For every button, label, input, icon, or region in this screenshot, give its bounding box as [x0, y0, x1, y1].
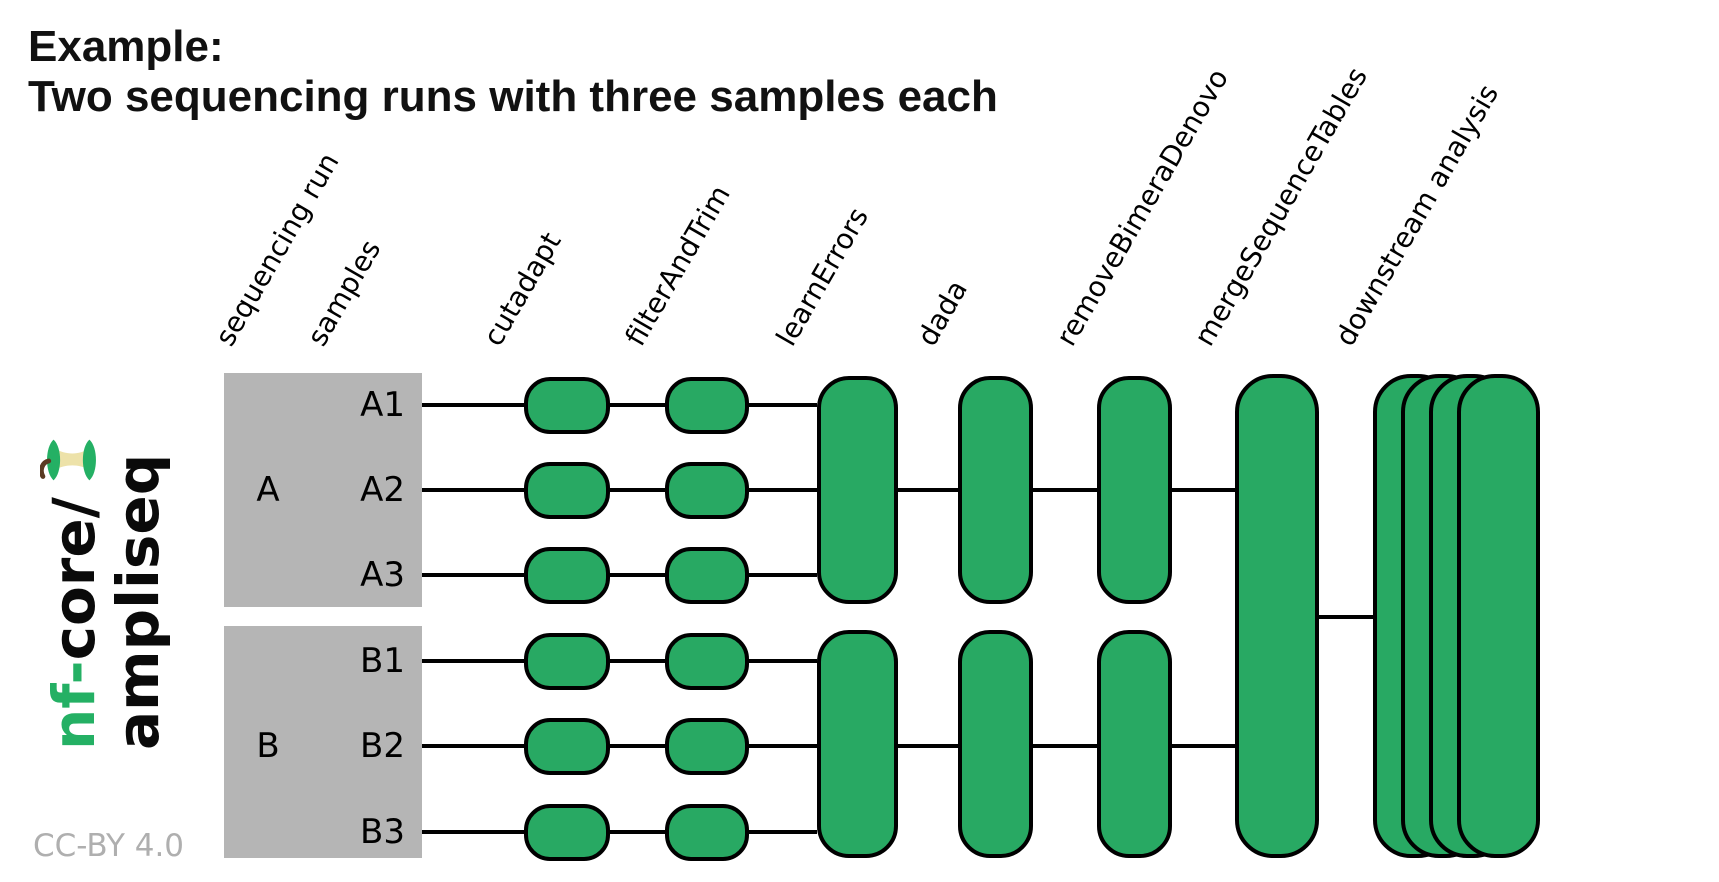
run-letter-A: A: [256, 470, 280, 510]
connector-A2-filterAndTrim-to-learnErrors: [749, 488, 817, 492]
connector-A2-cutadapt-to-filterAndTrim: [610, 488, 665, 492]
connector-A-removeBimeraDenovo-to-mergeSequenceTables: [1172, 488, 1235, 492]
sample-label-A3: A3: [360, 555, 405, 595]
connector-B-learnErrors-to-dada: [898, 744, 958, 748]
process-filterAndTrim-B3: [665, 803, 749, 861]
sample-label-B3: B3: [360, 812, 405, 852]
sample-label-A2: A2: [360, 470, 405, 510]
process-filterAndTrim-B1: [665, 632, 749, 690]
license-text: CC-BY 4.0: [33, 828, 185, 864]
process-cutadapt-A1: [524, 376, 610, 434]
connector-A3-filterAndTrim-to-learnErrors: [749, 573, 817, 577]
sample-label-B2: B2: [360, 726, 405, 766]
logo-line2: ampliseq: [104, 453, 172, 750]
sample-label-B1: B1: [360, 641, 405, 681]
process-cutadapt-B3: [524, 803, 610, 861]
process-removeBimeraDenovo-run-B: [1097, 630, 1172, 858]
process-learnErrors-run-A: [817, 376, 898, 604]
column-label-dada: dada: [910, 274, 975, 352]
connector-B3-cutadapt-to-filterAndTrim: [610, 830, 665, 834]
logo-nf-prefix: nf-: [40, 660, 108, 750]
connector-A1-filterAndTrim-to-learnErrors: [749, 403, 817, 407]
connector-A-dada-to-removeBimeraDenovo: [1033, 488, 1097, 492]
connector-A2-to-cutadapt: [422, 488, 524, 492]
connector-B-dada-to-removeBimeraDenovo: [1033, 744, 1097, 748]
connector-A1-cutadapt-to-filterAndTrim: [610, 403, 665, 407]
process-cutadapt-B2: [524, 717, 610, 775]
run-box-B: [224, 626, 422, 858]
process-filterAndTrim-A2: [665, 461, 749, 519]
process-cutadapt-A2: [524, 461, 610, 519]
logo-line1: nf-core/: [38, 375, 108, 750]
connector-A3-cutadapt-to-filterAndTrim: [610, 573, 665, 577]
connector-B2-cutadapt-to-filterAndTrim: [610, 744, 665, 748]
connector-B3-to-cutadapt: [422, 830, 524, 834]
connector-B-removeBimeraDenovo-to-mergeSequenceTables: [1172, 744, 1235, 748]
process-learnErrors-run-B: [817, 630, 898, 858]
process-filterAndTrim-A1: [665, 376, 749, 434]
connector-B2-filterAndTrim-to-learnErrors: [749, 744, 817, 748]
process-cutadapt-A3: [524, 546, 610, 604]
process-cutadapt-B1: [524, 632, 610, 690]
column-label-filterAndTrim: filterAndTrim: [618, 179, 737, 352]
apple-core-icon: [38, 439, 96, 481]
column-label-samples: samples: [300, 234, 388, 352]
process-filterAndTrim-A3: [665, 546, 749, 604]
connector-B3-filterAndTrim-to-learnErrors: [749, 830, 817, 834]
connector-B1-cutadapt-to-filterAndTrim: [610, 659, 665, 663]
process-dada-run-A: [958, 376, 1033, 604]
title-line1: Example:: [28, 22, 224, 71]
process-mergeSequenceTables: [1235, 374, 1319, 858]
connector-A-learnErrors-to-dada: [898, 488, 958, 492]
column-label-cutadapt: cutadapt: [476, 226, 568, 352]
connector-B2-to-cutadapt: [422, 744, 524, 748]
diagram-title: Example:Two sequencing runs with three s…: [28, 22, 998, 122]
run-box-A: [224, 373, 422, 607]
process-downstream-analysis-layer-4: [1457, 374, 1540, 858]
sample-label-A1: A1: [360, 385, 405, 425]
process-filterAndTrim-B2: [665, 717, 749, 775]
column-label-downstream-analysis: downstream analysis: [1328, 78, 1506, 352]
connector-B1-filterAndTrim-to-learnErrors: [749, 659, 817, 663]
connector-A1-to-cutadapt: [422, 403, 524, 407]
connector-mergeSequenceTables-to-downstream: [1319, 615, 1373, 619]
process-removeBimeraDenovo-run-A: [1097, 376, 1172, 604]
title-line2: Two sequencing runs with three samples e…: [28, 72, 998, 121]
process-dada-run-B: [958, 630, 1033, 858]
logo-core-text: core/: [40, 497, 108, 661]
nf-core-ampliseq-logo: nf-core/ ampliseq: [38, 375, 175, 750]
run-letter-B: B: [256, 726, 280, 766]
connector-A3-to-cutadapt: [422, 573, 524, 577]
column-label-learnErrors: learnErrors: [769, 201, 876, 352]
connector-B1-to-cutadapt: [422, 659, 524, 663]
